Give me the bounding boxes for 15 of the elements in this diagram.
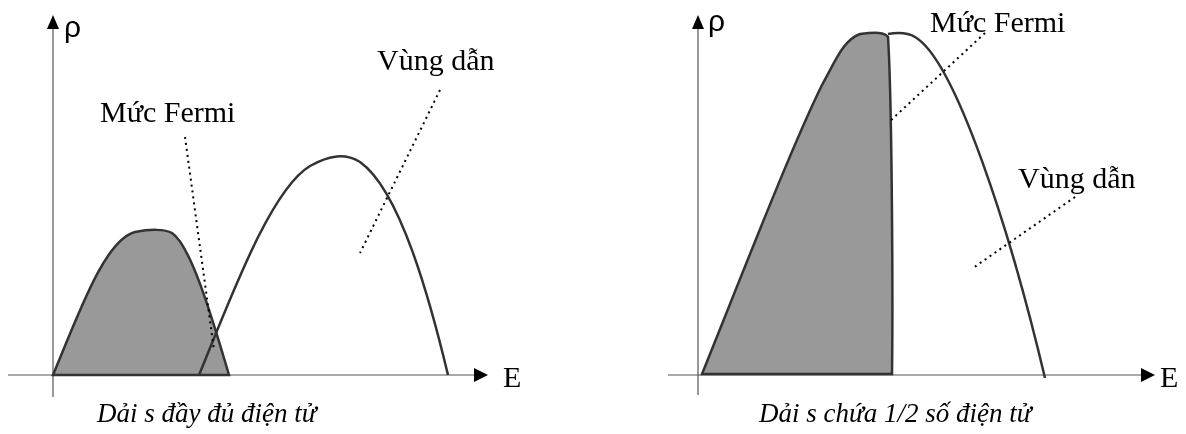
callout-label: Vùng dẫn (1018, 162, 1136, 194)
axis-label: ρ (64, 12, 82, 42)
leader-line (359, 89, 441, 254)
callout-label: Vùng dẫn (377, 44, 495, 76)
callout-label: Mức Fermi (100, 96, 236, 128)
band-curve (197, 155, 450, 376)
axis-label: E (1160, 362, 1179, 392)
leader-line (888, 32, 986, 123)
caption: Dải s chứa 1/2 số điện tử (759, 398, 1032, 428)
caption: Dải s đầy đủ điện tử (97, 398, 317, 428)
filled-band (51, 228, 231, 377)
axis-label: ρ (708, 6, 726, 36)
axis-label: E (503, 362, 522, 392)
callout-label: Mức Fermi (930, 6, 1066, 38)
leader-line (972, 196, 1076, 269)
